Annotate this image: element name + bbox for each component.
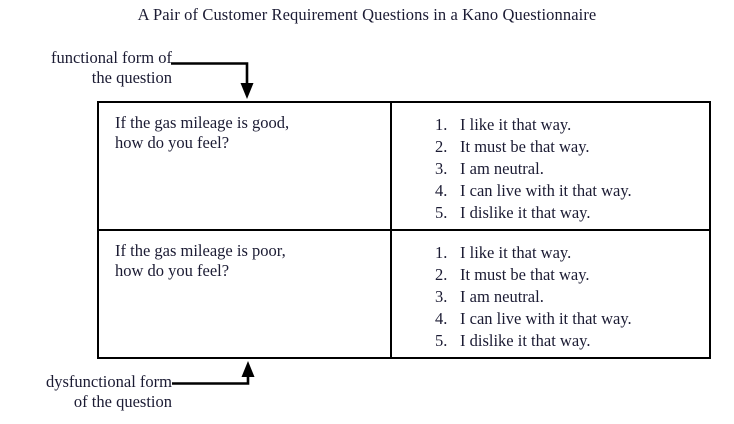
answer-text: It must be that way. [460, 137, 590, 156]
answer-text: I am neutral. [460, 159, 544, 178]
answer-number: 1. [435, 115, 448, 134]
functional-form-arrow [171, 62, 254, 99]
answer-text: I am neutral. [460, 287, 544, 306]
answer-number: 4. [435, 309, 448, 328]
answers-cell-functional: 1. I like it that way. 2. It must be tha… [391, 103, 711, 230]
answer-number: 2. [435, 265, 448, 284]
answer-text: I dislike it that way. [460, 331, 591, 350]
table-row: If the gas mileage is good, how do you f… [99, 103, 711, 230]
answer-option[interactable]: 2. It must be that way. [435, 264, 711, 286]
answer-option[interactable]: 2. It must be that way. [435, 136, 711, 158]
answer-text: I can live with it that way. [460, 181, 632, 200]
answer-text: I like it that way. [460, 115, 572, 134]
answer-number: 3. [435, 287, 448, 306]
question-cell-dysfunctional: If the gas mileage is poor, how do you f… [99, 229, 392, 357]
table-body: If the gas mileage is good, how do you f… [99, 103, 711, 357]
answer-option[interactable]: 4. I can live with it that way. [435, 308, 711, 330]
question-line2: how do you feel? [115, 132, 230, 152]
answer-option[interactable]: 4. I can live with it that way. [435, 180, 711, 202]
question-line1: If the gas mileage is poor, [115, 241, 286, 260]
answer-number: 3. [435, 159, 448, 178]
answer-text: I can live with it that way. [460, 309, 632, 328]
answer-number: 5. [435, 331, 448, 350]
answer-list: 1. I like it that way. 2. It must be tha… [392, 231, 711, 352]
functional-form-label-line1: functional form of [51, 48, 172, 67]
kano-questionnaire-table: If the gas mileage is good, how do you f… [97, 101, 711, 359]
answer-number: 4. [435, 181, 448, 200]
dysfunctional-form-label-line2: of the question [73, 392, 172, 411]
answer-number: 5. [435, 203, 448, 222]
answer-option[interactable]: 1. I like it that way. [435, 114, 711, 136]
answer-text: It must be that way. [460, 265, 590, 284]
dysfunctional-form-label: dysfunctional form of the question [4, 372, 172, 412]
functional-form-label-line2: the question [91, 68, 172, 87]
question-cell-functional: If the gas mileage is good, how do you f… [99, 103, 392, 230]
answer-option[interactable]: 5. I dislike it that way. [435, 202, 711, 224]
answer-option[interactable]: 1. I like it that way. [435, 242, 711, 264]
question-text: If the gas mileage is good, how do you f… [99, 103, 390, 152]
question-text: If the gas mileage is poor, how do you f… [99, 231, 390, 280]
answer-text: I like it that way. [460, 243, 572, 262]
answer-number: 2. [435, 137, 448, 156]
dysfunctional-form-label-line1: dysfunctional form [45, 372, 172, 391]
question-line1: If the gas mileage is good, [115, 113, 290, 132]
table-row: If the gas mileage is poor, how do you f… [99, 229, 711, 357]
answer-option[interactable]: 3. I am neutral. [435, 286, 711, 308]
answer-option[interactable]: 5. I dislike it that way. [435, 330, 711, 352]
answer-option[interactable]: 3. I am neutral. [435, 158, 711, 180]
answer-list: 1. I like it that way. 2. It must be tha… [392, 103, 711, 224]
page-title: A Pair of Customer Requirement Questions… [137, 5, 597, 24]
dysfunctional-form-arrow [172, 361, 255, 385]
answer-text: I dislike it that way. [460, 203, 591, 222]
functional-form-label: functional form of the question [8, 48, 172, 88]
answer-number: 1. [435, 243, 448, 262]
question-line2: how do you feel? [115, 260, 230, 280]
answers-cell-dysfunctional: 1. I like it that way. 2. It must be tha… [391, 229, 711, 357]
